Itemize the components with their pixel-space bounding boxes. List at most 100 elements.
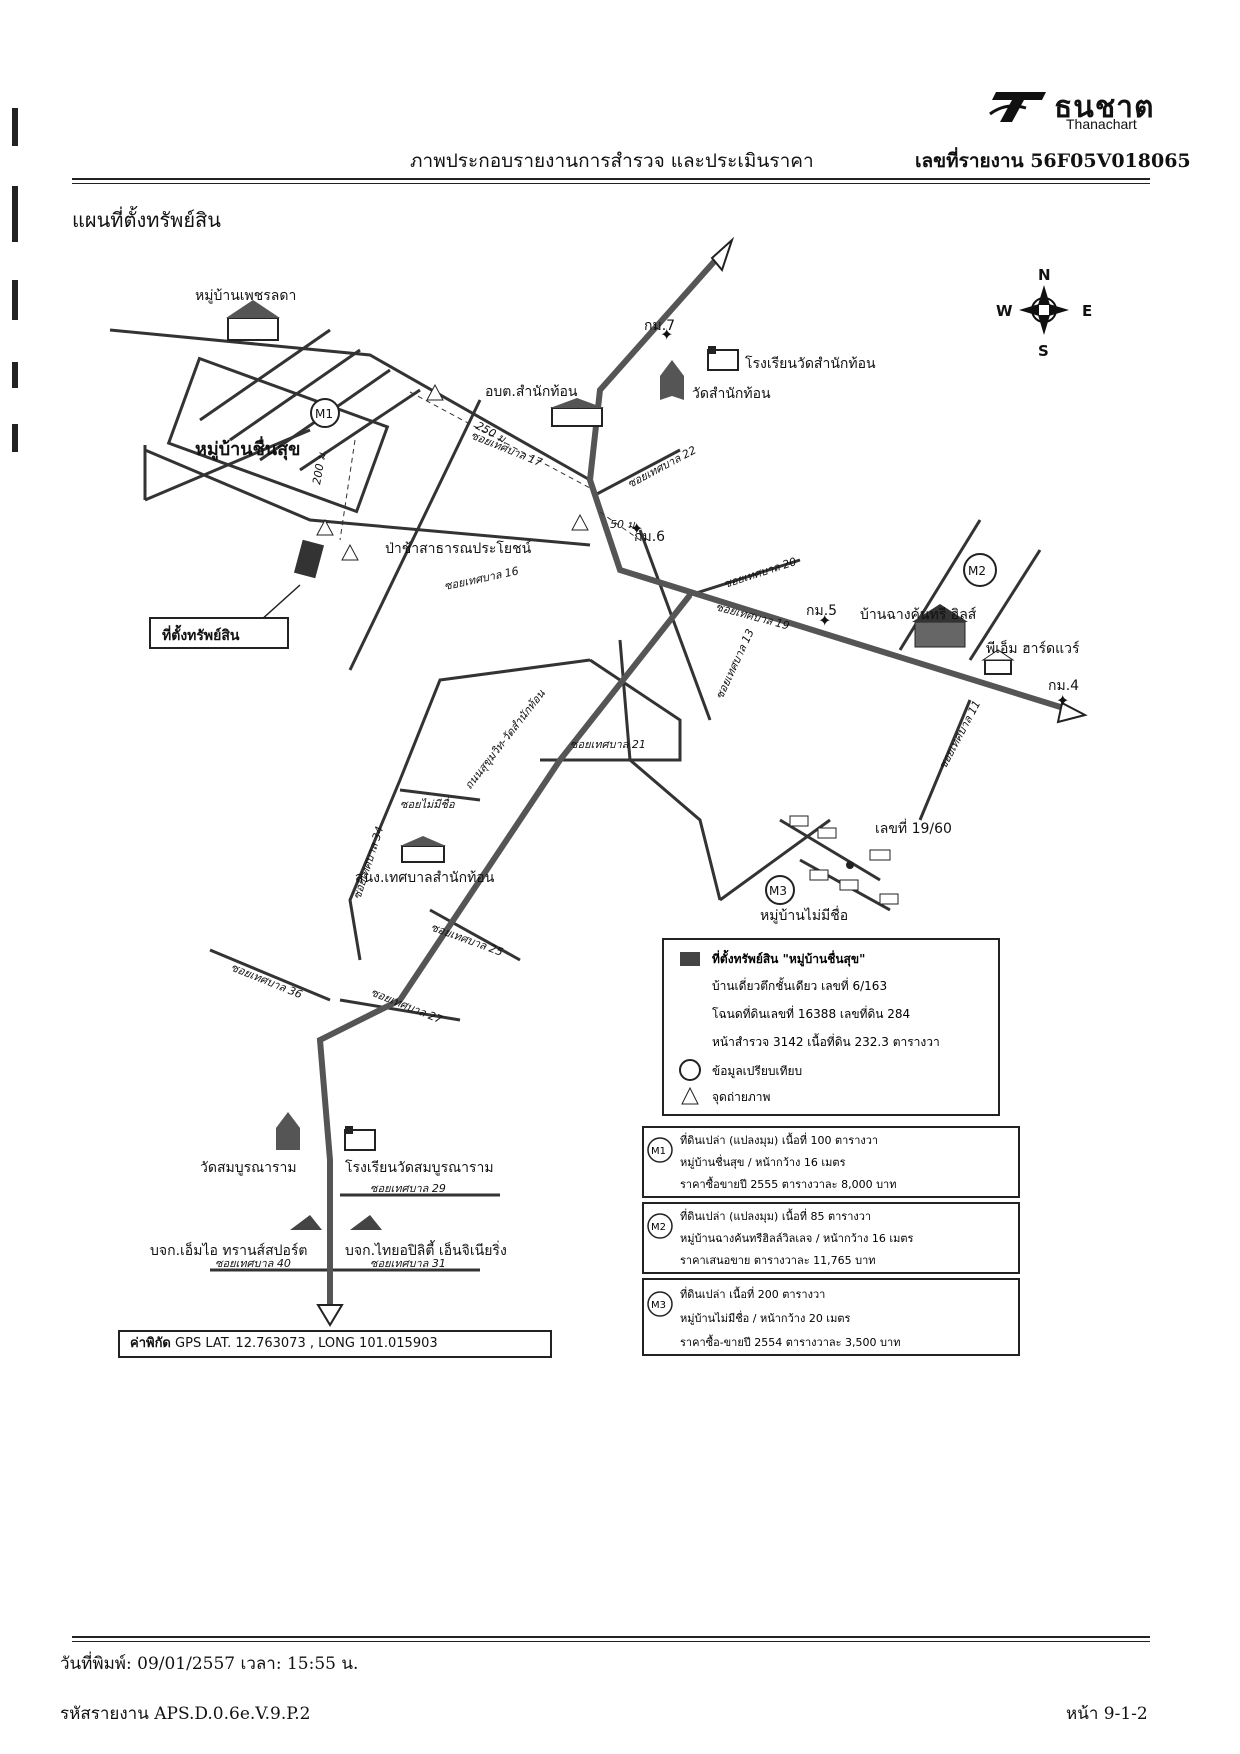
- road-s10-top: [898, 519, 982, 651]
- label-distance-200: 200 ม.: [310, 449, 329, 486]
- road-s20: [689, 558, 801, 597]
- road-s22: [594, 448, 681, 497]
- road-s17: [109, 328, 591, 482]
- comparable-box-m3: M3 ที่ดินเปล่า เนื้อที่ 200 ตารางวา หมู่…: [642, 1278, 1020, 1356]
- label-road-s20: ซอยเทศบาล 20: [722, 555, 798, 591]
- section-title: แผนที่ตั้งทรัพย์สิน: [72, 208, 221, 232]
- village-boundary: [166, 356, 390, 514]
- print-date: วันที่พิมพ์: 09/01/2557 เวลา: 15:55 น.: [60, 1654, 359, 1674]
- compass-icon: [1019, 285, 1069, 335]
- distance-line-250: [409, 391, 591, 489]
- label-company-mi: บจก.เอ็มไอ ทรานส์สปอร์ต: [150, 1241, 308, 1259]
- svg-text:M3: M3: [651, 1300, 666, 1311]
- footer-rule-thin: [72, 1641, 1150, 1642]
- road-s16: [144, 448, 591, 547]
- logo-thai-text: ธนชาต: [1054, 90, 1155, 125]
- arrow-south-icon: [316, 1304, 344, 1327]
- label-road-s29: ซอยเทศบาล 29: [370, 1182, 446, 1195]
- subject-label: ที่ตั้งทรัพย์สิน: [162, 624, 240, 644]
- road-s27: [339, 998, 461, 1022]
- road-loop-south: [618, 639, 722, 901]
- factory-icon: [350, 1215, 382, 1230]
- arrow-north-icon: [710, 236, 735, 273]
- legend-photo-icon: [681, 1086, 699, 1105]
- factory-icon: [290, 1215, 322, 1230]
- road-noname: [399, 788, 481, 802]
- temple-icon: [276, 1112, 300, 1150]
- legend-line3: หน้าสำรวจ 3142 เนื้อที่ดิน 232.3 ตารางวา: [712, 1033, 940, 1049]
- building-icon: [550, 398, 604, 427]
- report-number: เลขที่รายงาน 56F05V018065: [915, 150, 1191, 172]
- road-s25: [429, 908, 521, 962]
- label-abt: อบต.สำนักท้อน: [485, 384, 578, 400]
- footer-rule: [72, 1636, 1150, 1638]
- house-icon: [226, 300, 280, 341]
- binder-mark: [12, 280, 18, 320]
- gps-label: ค่าพิกัด: [130, 1336, 171, 1351]
- label-village-petch: หมู่บ้านเพชรลดา: [195, 288, 296, 304]
- comparable-m2-tag: M2: [968, 564, 986, 578]
- photo-point-icon: [571, 513, 589, 531]
- label-road-s31: ซอยเทศบาล 31: [370, 1257, 446, 1270]
- photo-point-icon: [426, 383, 444, 401]
- label-school-wat-top: โรงเรียนวัดสำนักท้อน: [745, 355, 876, 372]
- km-marker-icon: ✦: [818, 611, 831, 630]
- road-west-loop: [348, 658, 591, 961]
- road-s21: [540, 658, 682, 762]
- comparable-box-m1: M1 ที่ดินเปล่า (แปลงมุม) เนื้อที่ 100 ตา…: [642, 1126, 1020, 1198]
- legend-compare: ข้อมูลเปรียบเทียบ: [712, 1064, 802, 1079]
- comparable-m1-tag: M1: [315, 407, 333, 421]
- comparable-m3-tag: M3: [769, 884, 787, 898]
- subject-label-box: [149, 617, 289, 649]
- logo-english-text: Thanachart: [1066, 116, 1137, 132]
- thanachart-logo-icon: [989, 92, 1046, 122]
- label-km4: กม.4: [1048, 678, 1079, 694]
- label-distance-50: 50 ม.: [610, 518, 638, 531]
- main-road-north: [586, 253, 1071, 713]
- svg-text:ราคาเสนอขาย ตารางวาละ 11,765: ราคาเสนอขาย ตารางวาละ 11,765 บาท: [680, 1254, 876, 1267]
- compass-e: E: [1082, 302, 1092, 320]
- svg-text:ราคาซื้อ-ขายปี 2554 ตารางวาละ: ราคาซื้อ-ขายปี 2554 ตารางวาละ 3,500 บาท: [680, 1334, 900, 1349]
- label-village-chuen: หมู่บ้านชื่นสุข: [195, 436, 300, 461]
- legend-property-swatch: [680, 952, 700, 966]
- photo-point-icon: [341, 543, 359, 561]
- label-road-s34: ซอยเทศบาล 34: [350, 825, 386, 901]
- compass-s: S: [1038, 342, 1049, 360]
- label-house-no: เลขที่ 19/60: [875, 819, 952, 837]
- comparable-box-m2: M2 ที่ดินเปล่า (แปลงมุม) เนื้อที่ 85 ตาร…: [642, 1202, 1020, 1274]
- legend-compare-icon: [679, 1059, 701, 1081]
- comparable-m1-marker: [310, 398, 340, 428]
- school-icon: [707, 346, 739, 371]
- label-road-main: ถนนสุขุมวิท-วัดสำนักท้อน: [462, 687, 548, 792]
- road-s36: [209, 948, 331, 1002]
- distance-line-200: [339, 439, 356, 541]
- label-km5: กม.5: [806, 603, 837, 619]
- svg-text:M2: M2: [651, 1222, 666, 1233]
- road-s11-link: [719, 818, 831, 902]
- legend-title: ที่ตั้งทรัพย์สิน "หมู่บ้านชื่นสุข": [712, 949, 865, 967]
- house-no-dot: [846, 861, 854, 869]
- page-title: ภาพประกอบรายงานการสำรวจ และประเมินราคา: [410, 150, 814, 172]
- label-wat-top: วัดสำนักท้อน: [692, 386, 771, 402]
- main-road-south: [316, 593, 693, 1310]
- km-marker-icon: ✦: [1056, 691, 1069, 710]
- label-road-s19: ซอยเทศบาล 19: [714, 600, 791, 632]
- report-code: รหัสรายงาน APS.D.0.6e.V.9.P.2: [60, 1704, 311, 1724]
- legend-photo: จุดถ่ายภาพ: [712, 1090, 771, 1105]
- school-icon: [344, 1126, 376, 1151]
- legend-line2: โฉนดที่ดินเลขที่ 16388 เลขที่ดิน 284: [712, 1005, 910, 1021]
- binder-mark: [12, 186, 18, 242]
- label-hardware: พีเอ็ม ฮาร์ดแวร์: [986, 639, 1080, 657]
- label-wat-sombun: วัดสมบูรณาราม: [200, 1160, 297, 1176]
- label-road-s16: ซอยเทศบาล 16: [443, 564, 520, 592]
- temple-icon: [660, 360, 684, 400]
- label-road-s40: ซอยเทศบาล 40: [215, 1257, 291, 1270]
- svg-text:หมู่บ้านไม่มีชื่อ / หน้ากว้าง: หมู่บ้านไม่มีชื่อ / หน้ากว้าง 20 เมตร: [680, 1310, 850, 1325]
- distance-line-50: [599, 511, 641, 541]
- label-municipal-office: สนง.เทศบาลสำนักท้อน: [355, 870, 495, 886]
- compass-n: N: [1038, 266, 1051, 284]
- compass-w: W: [996, 302, 1013, 320]
- svg-text:ที่ดินเปล่า เนื้อที่ 200 ตาราง: ที่ดินเปล่า เนื้อที่ 200 ตารางวา: [680, 1286, 825, 1301]
- road-s11: [918, 699, 972, 821]
